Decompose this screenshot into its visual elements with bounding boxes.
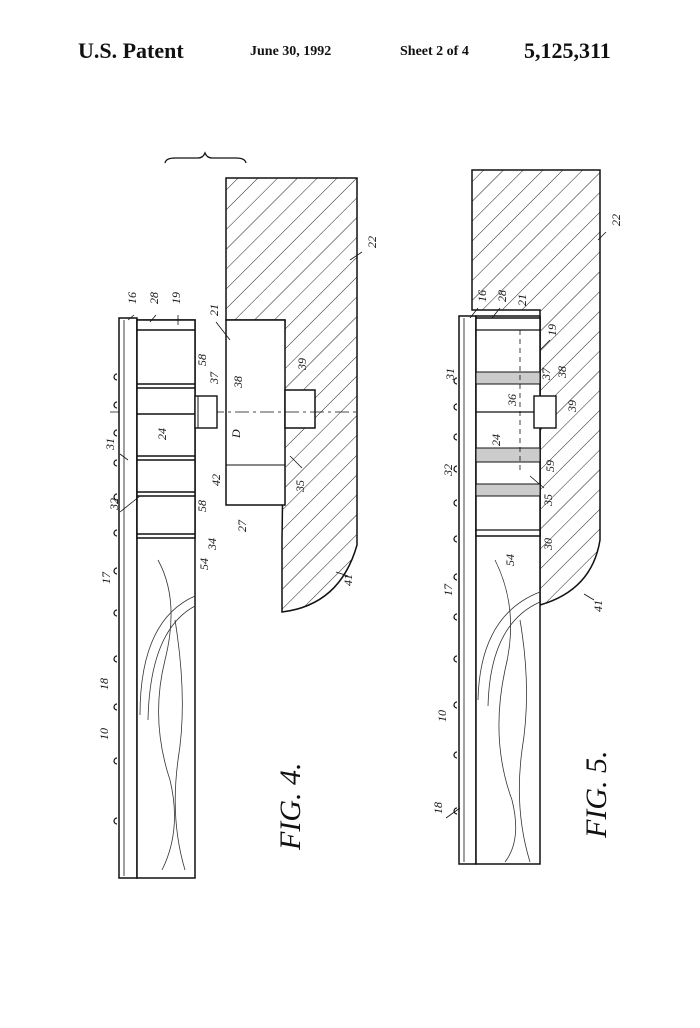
figure-4-caption: FIG. 4. — [274, 763, 307, 851]
label-21: 21 — [207, 304, 221, 316]
fig5-label-36: 36 — [505, 394, 519, 407]
figure-5 — [453, 169, 601, 865]
label-38: 38 — [231, 376, 245, 389]
fig5-label-39: 39 — [565, 400, 579, 413]
figure-4 — [110, 151, 360, 879]
fig5-label-30: 30 — [541, 538, 555, 551]
label-58-bottom: 58 — [195, 500, 209, 512]
heel-24 — [136, 319, 196, 539]
strip-17-fig5 — [458, 315, 477, 865]
fig5-label-21: 21 — [515, 294, 529, 306]
label-18: 18 — [97, 678, 111, 690]
fig5-label-59: 59 — [543, 460, 557, 472]
patent-number: 5,125,311 — [524, 38, 611, 63]
label-D: D — [229, 429, 243, 439]
stud-37 — [194, 395, 218, 429]
label-34: 34 — [205, 538, 219, 551]
fig5-label-24: 24 — [489, 434, 503, 446]
label-19: 19 — [169, 292, 183, 304]
fig5-label-38: 38 — [555, 366, 569, 379]
label-17: 17 — [99, 571, 113, 584]
fig5-label-19: 19 — [545, 324, 559, 336]
label-54: 54 — [197, 558, 211, 570]
fig5-label-28: 28 — [495, 290, 509, 302]
label-32: 32 — [107, 498, 121, 511]
label-37: 37 — [207, 371, 221, 385]
heel-24-fig5 — [475, 317, 541, 537]
stud-37-fig5 — [533, 395, 557, 429]
label-24: 24 — [155, 428, 169, 440]
member-21 — [225, 319, 286, 506]
fig5-label-37: 37 — [539, 367, 553, 381]
fig5-label-54: 54 — [503, 554, 517, 566]
fig5-label-10: 10 — [435, 710, 449, 722]
fig5-label-32: 32 — [441, 464, 455, 477]
fig5-label-35: 35 — [541, 494, 555, 507]
label-31: 31 — [103, 438, 117, 451]
label-41: 41 — [341, 574, 355, 586]
figure-5-caption: FIG. 5. — [580, 751, 613, 839]
label-39: 39 — [295, 358, 309, 371]
sheet-number: Sheet 2 of 4 — [400, 44, 469, 59]
fig5-label-16: 16 — [475, 290, 489, 302]
socket-39 — [284, 389, 316, 429]
patent-title: U.S. Patent — [78, 38, 184, 63]
label-22: 22 — [365, 236, 379, 248]
label-28: 28 — [147, 292, 161, 304]
label-27: 27 — [235, 519, 249, 532]
fig5-label-18: 18 — [431, 802, 445, 814]
patent-date: June 30, 1992 — [250, 44, 332, 59]
fig5-label-22: 22 — [609, 214, 623, 226]
label-16: 16 — [125, 292, 139, 304]
strip-17 — [118, 317, 138, 879]
brace — [164, 151, 247, 164]
label-10: 10 — [97, 728, 111, 740]
fig5-label-31: 31 — [443, 368, 457, 381]
fig5-label-17: 17 — [441, 583, 455, 596]
label-58-top: 58 — [195, 354, 209, 366]
fig5-label-41: 41 — [591, 600, 605, 612]
label-42: 42 — [209, 474, 223, 486]
label-35: 35 — [293, 480, 307, 493]
